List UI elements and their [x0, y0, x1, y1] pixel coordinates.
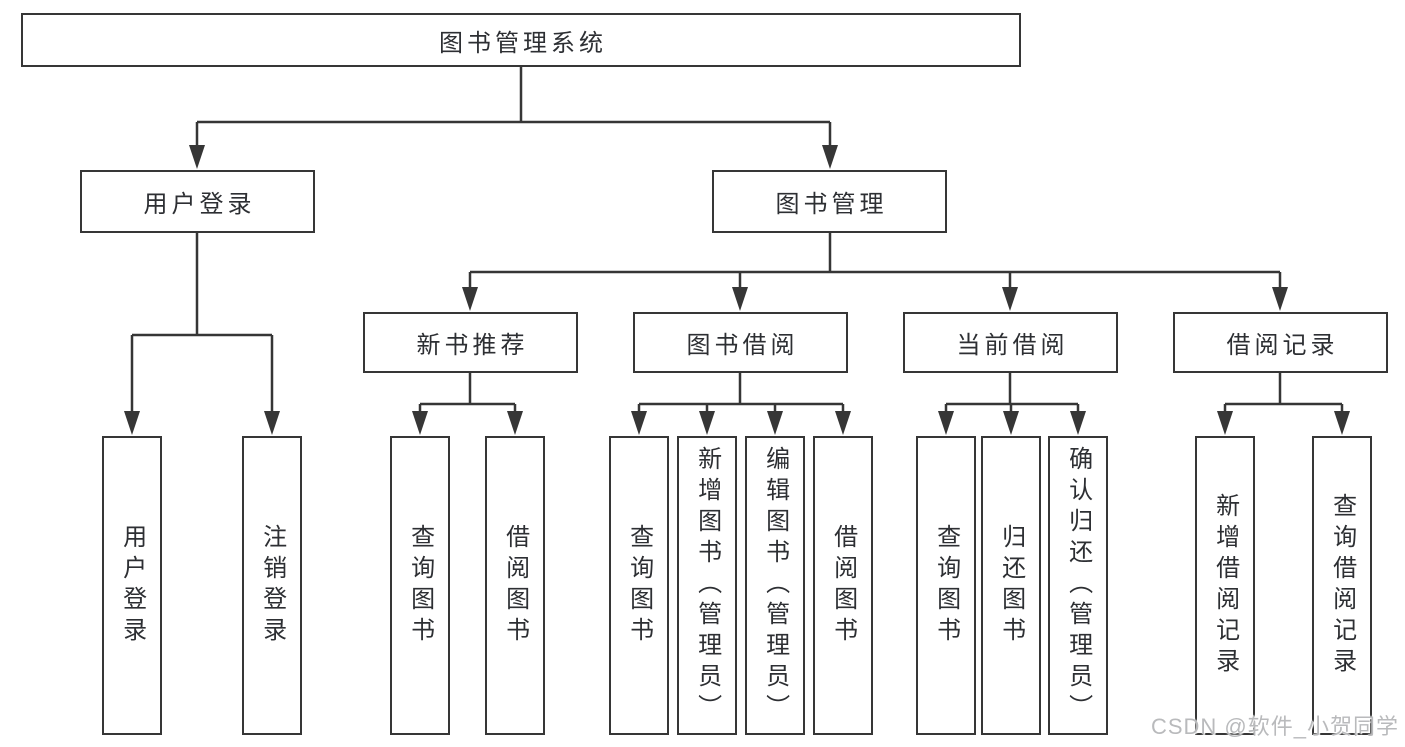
leaf-label: 编辑图书（管理员）: [761, 446, 789, 725]
leaf-add-books-admin: 新增图书（管理员）: [677, 436, 737, 735]
leaf-confirm-return-admin: 确认归还（管理员）: [1048, 436, 1108, 735]
leaf-label: 查询借阅记录: [1328, 492, 1356, 679]
node-user-login: 用户登录: [80, 170, 315, 233]
leaf-borrow-books: 借阅图书: [485, 436, 545, 735]
leaf-label: 查询图书: [625, 523, 653, 648]
leaf-query-books: 查询图书: [916, 436, 976, 735]
leaf-label: 借阅图书: [501, 523, 529, 648]
node-book-borrowing: 图书借阅: [633, 312, 848, 373]
leaf-query-books: 查询图书: [390, 436, 450, 735]
leaf-return-books: 归还图书: [981, 436, 1041, 735]
node-borrowing-records: 借阅记录: [1173, 312, 1388, 373]
leaf-logout: 注销登录: [242, 436, 302, 735]
leaf-label: 用户登录: [118, 523, 146, 648]
leaf-label: 注销登录: [258, 523, 286, 648]
leaf-label: 借阅图书: [829, 523, 857, 648]
leaf-label: 归还图书: [997, 523, 1025, 648]
node-book-management: 图书管理: [712, 170, 947, 233]
leaf-query-borrow-record: 查询借阅记录: [1312, 436, 1372, 735]
leaf-label: 确认归还（管理员）: [1064, 446, 1092, 725]
leaf-label: 新增图书（管理员）: [693, 446, 721, 725]
node-current-borrowing: 当前借阅: [903, 312, 1118, 373]
node-root-system: 图书管理系统: [21, 13, 1021, 67]
csdn-watermark: CSDN @软件_小贺同学: [1150, 714, 1399, 739]
leaf-edit-books-admin: 编辑图书（管理员）: [745, 436, 805, 735]
leaf-label: 新增借阅记录: [1211, 492, 1239, 679]
node-new-book-recommendation: 新书推荐: [363, 312, 578, 373]
leaf-query-books: 查询图书: [609, 436, 669, 735]
leaf-label: 查询图书: [406, 523, 434, 648]
leaf-user-login: 用户登录: [102, 436, 162, 735]
leaf-label: 查询图书: [932, 523, 960, 648]
leaf-add-borrow-record: 新增借阅记录: [1195, 436, 1255, 735]
leaf-borrow-books: 借阅图书: [813, 436, 873, 735]
